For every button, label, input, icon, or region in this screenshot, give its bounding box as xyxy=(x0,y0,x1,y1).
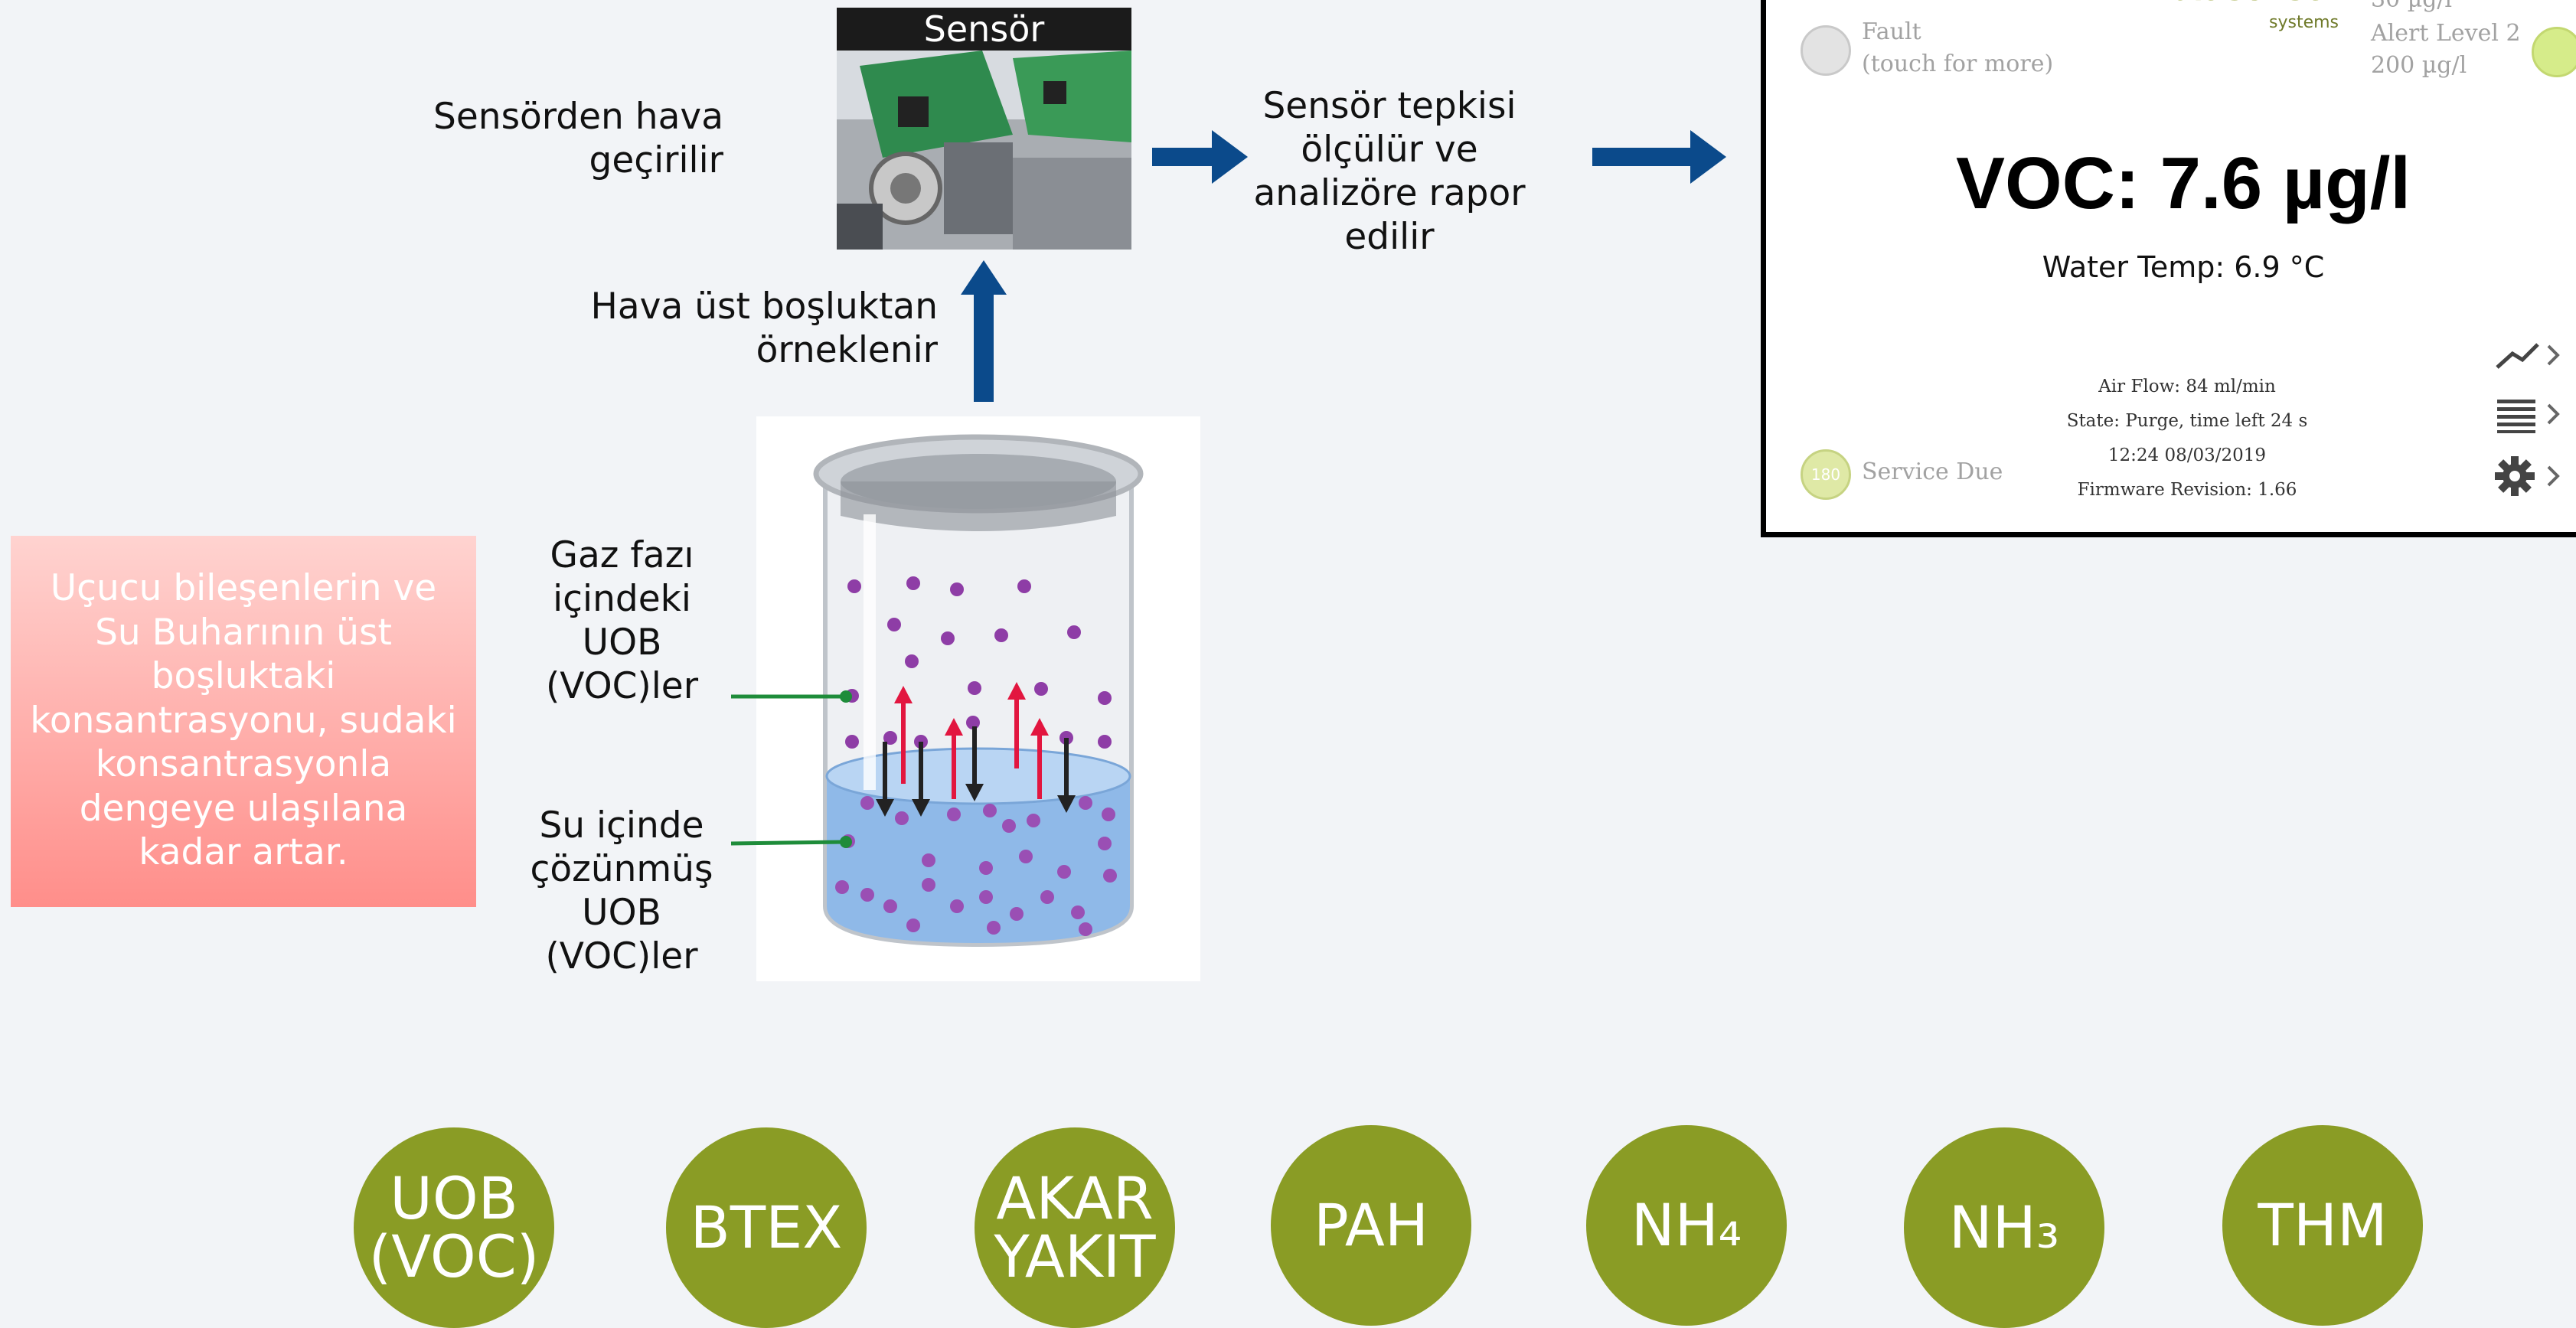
info-box xyxy=(11,536,476,907)
circle-pah-label: PAH xyxy=(1313,1191,1429,1259)
circle-btex: BTEX xyxy=(666,1127,867,1328)
info-box-text: Uçucu bileşenlerin ve Su Buharının üst b… xyxy=(30,567,457,873)
circle-nh4: NH₄ xyxy=(1586,1125,1787,1326)
circle-nh3: NH₃ xyxy=(1904,1127,2104,1328)
circle-akaryakit-label: AKAR YAKIT xyxy=(994,1164,1156,1290)
response-label: Sensör tepkisi ölçülür ve analizöre rapo… xyxy=(1253,85,1526,258)
water-temp: Water Temp: 6.9 °C xyxy=(2042,250,2325,284)
pointer-lines xyxy=(731,690,852,848)
voc-reading: VOC: 7.6 µg/l xyxy=(1955,142,2411,224)
arrow-up-to-sensor xyxy=(961,260,1007,402)
air-passed-label: Sensörden hava geçirilir xyxy=(433,96,723,181)
sensor-card: Sensör xyxy=(837,8,1131,250)
alert-level-2-label: Alert Level 2 xyxy=(2371,20,2521,47)
fault-led-icon[interactable] xyxy=(1801,25,1851,76)
arrow-to-screen xyxy=(1592,130,1726,184)
trend-chart-icon[interactable] xyxy=(2493,338,2562,373)
list-icon[interactable] xyxy=(2493,396,2562,434)
circle-nh3-label: NH₃ xyxy=(1948,1193,2060,1261)
arrow-to-response xyxy=(1152,130,1248,184)
datetime: 12:24 08/03/2019 xyxy=(2107,445,2267,465)
alert-level-1-value: 30 µg/l xyxy=(2371,0,2452,16)
circle-btex-label: BTEX xyxy=(690,1193,843,1261)
alert-led-icon[interactable] xyxy=(2532,27,2576,77)
circle-uob-voc: UOB (VOC) xyxy=(354,1127,554,1328)
dissolved-label: Su içinde çözünmüş UOB (VOC)ler xyxy=(530,804,713,977)
circle-thm: THM xyxy=(2222,1125,2423,1326)
firmware: Firmware Revision: 1.66 xyxy=(2077,480,2297,500)
sensor-title: Sensör xyxy=(837,8,1131,51)
brand-logo: multisensor xyxy=(2111,0,2340,8)
beaker-panel xyxy=(756,416,1200,981)
circle-thm-label: THM xyxy=(2258,1191,2388,1259)
circle-akaryakit: AKAR YAKIT xyxy=(975,1127,1175,1328)
settings-gear-icon[interactable] xyxy=(2493,453,2562,499)
state: State: Purge, time left 24 s xyxy=(2066,411,2308,431)
sensor-photo xyxy=(837,51,1131,250)
fault-label: Fault xyxy=(1862,18,1921,45)
circle-nh4-label: NH₄ xyxy=(1631,1191,1742,1259)
fault-hint[interactable]: (touch for more) xyxy=(1862,51,2054,77)
gas-phase-label: Gaz fazı içindeki UOB (VOC)ler xyxy=(545,534,699,707)
service-led-icon[interactable]: 180 xyxy=(1801,449,1851,500)
alert-level-2-value: 200 µg/l xyxy=(2371,52,2467,79)
beaker-illustration xyxy=(813,434,1144,948)
air-flow: Air Flow: 84 ml/min xyxy=(2098,377,2276,396)
circle-uob-voc-label: UOB (VOC) xyxy=(368,1164,540,1290)
service-due-label[interactable]: Service Due xyxy=(1862,458,2003,485)
circle-pah: PAH xyxy=(1271,1125,1471,1326)
brand-sub: systems xyxy=(2269,13,2339,32)
analyzer-screen[interactable]: Fault (touch for more) multisensor syste… xyxy=(1761,0,2576,537)
headspace-label: Hava üst boşluktan örneklenir xyxy=(590,286,939,371)
